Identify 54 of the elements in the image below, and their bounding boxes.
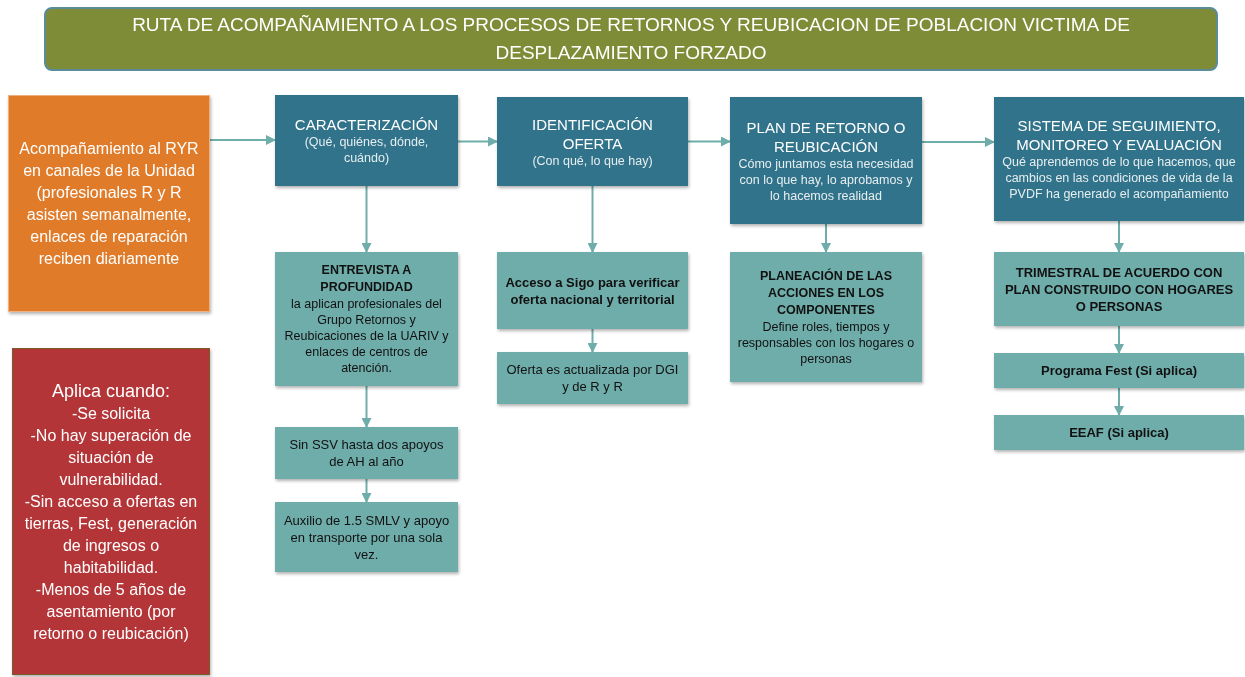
arrow — [361, 478, 372, 503]
arrow — [361, 385, 372, 428]
title-banner: RUTA DE ACOMPAÑAMIENTO A LOS PROCESOS DE RETORNOS Y REUBICACION DE POBLACION VICTIMA DE DESPLAZAMIENTO FORZADO — [44, 7, 1218, 71]
phase-box — [497, 97, 688, 186]
box-description: (Qué, quiénes, dónde, cuándo) — [303, 134, 430, 166]
arrow — [821, 223, 831, 253]
arrow — [1114, 325, 1124, 354]
arrow — [1114, 220, 1124, 253]
box-description: -Sin acceso a ofertas en tierras, Fest, generación de ingresos o habitabilidad. — [23, 491, 199, 578]
arrow — [921, 137, 995, 147]
box-text: Programa Fest (Si aplica) — [1040, 362, 1198, 379]
step-box — [275, 252, 458, 386]
box-heading: CARACTERIZACIÓN — [294, 115, 439, 134]
box-description: -No hay superación de situación de vulnerabilidad. — [29, 425, 193, 490]
arrow — [687, 136, 731, 147]
process-box — [8, 95, 210, 312]
step-box — [994, 252, 1244, 326]
step-box — [497, 252, 688, 329]
step-box — [275, 427, 458, 479]
box-heading: Aplica cuando: — [51, 379, 171, 403]
box-description: (Con qué, lo que hay) — [532, 152, 653, 169]
box-description: Cómo juntamos esta necesidad con lo que hay, lo aprobamos y lo hacemos realidad — [737, 155, 915, 204]
arrow — [209, 135, 276, 145]
condition-box — [12, 348, 210, 675]
step-box — [994, 353, 1244, 388]
arrow — [587, 328, 598, 353]
box-description: -Se solicita — [71, 403, 151, 424]
step-box — [730, 252, 922, 382]
box-description: la aplican profesionales del Grupo Retornos y Reubicaciones de la UARIV y enlaces de centros de atención. — [283, 296, 450, 376]
phase-box — [730, 97, 922, 224]
box-heading: PLAN DE RETORNO O REUBICACIÓN — [745, 117, 907, 156]
box-heading: IDENTIFICACIÓN OFERTA — [531, 114, 654, 153]
box-text: EEAF (Si aplica) — [1069, 424, 1169, 441]
box-text: Acompañamiento al RYR en canales de la Unidad (profesionales R y R asisten semanalmente, enlaces de reparación reciben diariamente — [18, 138, 200, 269]
step-box — [497, 352, 688, 404]
box-description: Define roles, tiempos y responsables con los hogares o personas — [736, 318, 916, 367]
box-heading: PLANEACIÓN DE LAS ACCIONES EN LOS COMPONENTES — [759, 267, 893, 319]
box-text: Acceso a Sigo para verificar oferta nacional y territorial — [504, 273, 681, 308]
box-text: TRIMESTRAL DE ACUERDO CON PLAN CONSTRUIDO CON HOGARES O PERSONAS — [1003, 263, 1235, 315]
box-heading: SISTEMA DE SEGUIMIENTO, MONITOREO Y EVALUACIÓN — [1015, 116, 1223, 154]
arrow — [457, 136, 498, 147]
phase-box — [994, 97, 1244, 221]
box-text: Oferta es actualizada por DGI y de R y R — [505, 361, 680, 395]
box-text: Sin SSV hasta dos apoyos de AH al año — [288, 436, 445, 470]
phase-box — [275, 95, 458, 186]
step-box — [275, 502, 458, 572]
box-description: -Menos de 5 años de asentamiento (por retorno o reubicación) — [32, 579, 190, 644]
arrow — [587, 185, 598, 253]
box-description: Qué aprendemos de lo que hacemos, que cambios en las condiciones de vida de la PVDF ha generado el acompañamiento — [1001, 154, 1237, 202]
box-text: Auxilio de 1.5 SMLV y apoyo en transporte por una sola vez. — [282, 511, 451, 563]
arrow — [1114, 387, 1124, 416]
arrow — [361, 185, 372, 253]
box-heading: ENTREVISTA A PROFUNDIDAD — [319, 262, 414, 296]
step-box — [994, 415, 1244, 450]
